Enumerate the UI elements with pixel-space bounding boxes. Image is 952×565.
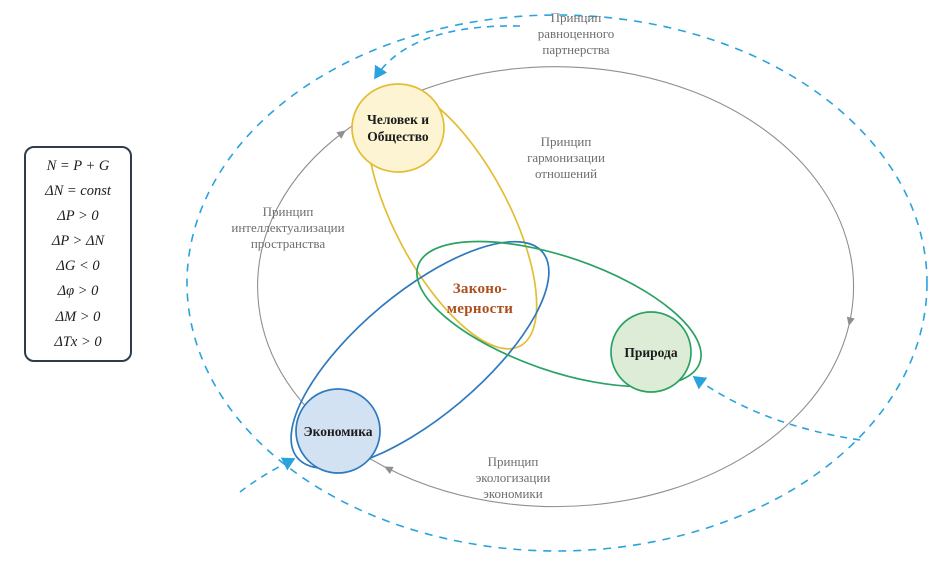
- nature-petal-ellipse: [416, 240, 702, 388]
- formula-line-5: ΔG < 0: [56, 258, 100, 275]
- principle-partnership-line1: Принцип: [551, 10, 602, 25]
- society-node-label-line2: Общество: [367, 129, 429, 144]
- principle-partnership-label: Принцип равноценного партнерства: [538, 10, 615, 57]
- dashed-arrow-to-economy: [239, 457, 296, 493]
- economy-node: [295, 388, 381, 474]
- principle-intellectualization-label: Принцип интеллектуализации пространства: [231, 204, 344, 251]
- cycle-arc-society-to-nature: [344, 66, 855, 327]
- principle-partnership-line3: партнерства: [542, 42, 609, 57]
- society-node: [351, 83, 445, 173]
- formula-line-2: ΔN = const: [45, 182, 111, 199]
- formula-line-8: ΔTx > 0: [54, 333, 102, 350]
- center-label-line2: мерности: [447, 301, 513, 317]
- center-label-line1: Законо-: [453, 281, 508, 297]
- principle-ecologization-line2: экологизации: [476, 470, 551, 485]
- principle-intellectualization-line1: Принцип: [263, 204, 314, 219]
- cycle-arc-nature-to-economy: [384, 324, 850, 508]
- outer-dashed-circle: [186, 14, 928, 552]
- economy-petal-ellipse: [290, 240, 550, 470]
- formula-line-1: N = P + G: [46, 157, 110, 174]
- principle-partnership-line2: равноценного: [538, 26, 615, 41]
- principle-harmonization-line3: отношений: [535, 166, 597, 181]
- principle-ecologization-line3: экономики: [483, 486, 542, 501]
- nature-node-label: Природа: [624, 345, 677, 360]
- formula-line-3: ΔP > 0: [57, 207, 99, 224]
- dashed-arrow-to-society: [374, 25, 521, 80]
- society-node-label-line1: Человек и: [367, 112, 429, 127]
- formula-line-4: ΔP > ΔN: [51, 233, 105, 250]
- formula-box: N = P + G ΔN = const ΔP > 0 ΔP > ΔN ΔG <…: [24, 146, 132, 362]
- principle-intellectualization-line3: пространства: [251, 236, 326, 251]
- principle-intellectualization-line2: интеллектуализации: [231, 220, 344, 235]
- principle-ecologization-line1: Принцип: [488, 454, 539, 469]
- nature-node: [610, 311, 692, 393]
- principle-harmonization-label: Принцип гармонизации отношений: [527, 134, 605, 181]
- formula-line-6: Δφ > 0: [57, 283, 99, 300]
- principle-harmonization-line2: гармонизации: [527, 150, 605, 165]
- formula-line-7: ΔM > 0: [55, 308, 101, 325]
- economy-node-label: Экономика: [303, 424, 372, 439]
- principle-ecologization-label: Принцип экологизации экономики: [476, 454, 551, 501]
- principle-harmonization-line1: Принцип: [541, 134, 592, 149]
- dashed-arrow-to-nature: [692, 376, 861, 441]
